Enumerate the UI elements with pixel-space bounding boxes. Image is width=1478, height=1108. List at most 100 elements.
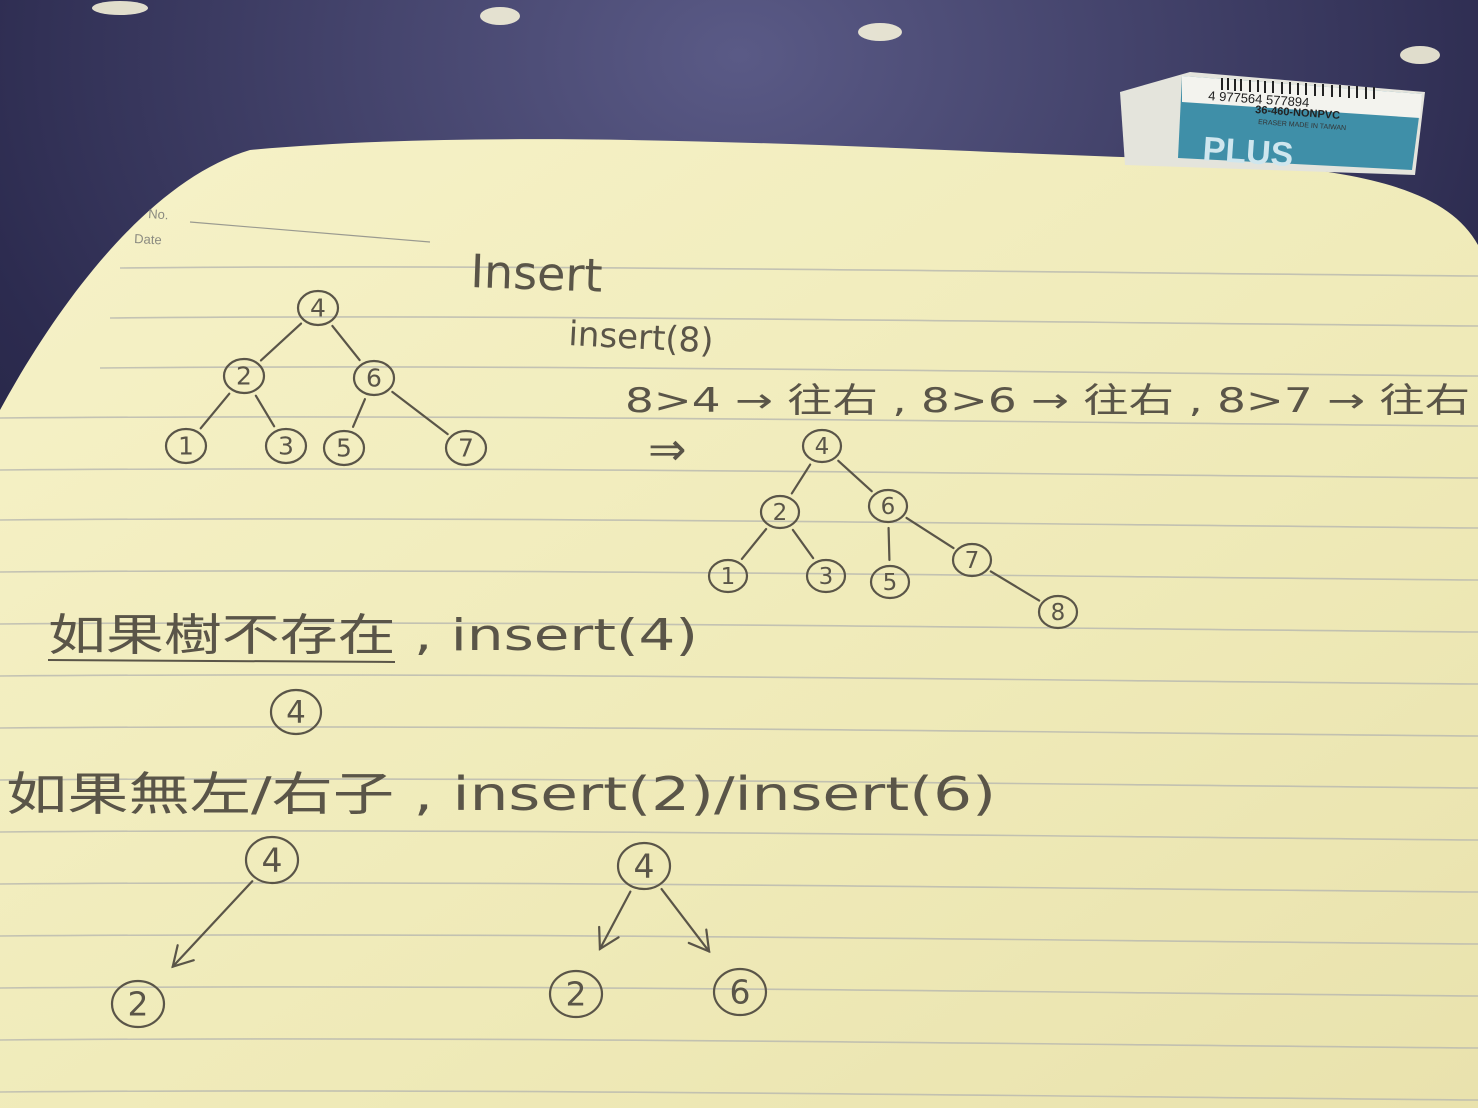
eraser-barcode-digits: 4 977564 577894 [1208,88,1310,110]
no-child-left-example-edge [171,880,254,968]
tree-nodes: 4 2 6 1 3 5 7 4 2 6 1 3 5 7 8 4 4 2 4 2 6 [110,289,1079,1029]
initial-tree-node: 6 [352,359,396,397]
eraser: 4 977564 577894 36-460-NONPVC ERASER MAD… [1120,72,1425,175]
node-value: 7 [965,548,980,574]
initial-tree-edge [259,322,303,362]
node-value: 3 [819,564,834,590]
arrow-head-icon [687,928,711,954]
insert-call-example: insert(8) [568,314,715,362]
node-circle [269,688,323,736]
notebook-no-label: No. [148,206,169,222]
node-circle [712,967,768,1017]
ceiling-light-reflections [92,1,1440,64]
node-circle [164,427,208,465]
node-value: 4 [634,846,655,885]
node-value: 4 [310,294,326,323]
initial-tree-edge [254,394,276,428]
no-child-both-example-node: 6 [712,967,768,1017]
tree-after-insert-8-edge [740,527,768,561]
node-circle [548,969,604,1019]
tree-after-insert-8-node: 7 [951,542,993,578]
ruled-line [0,622,1478,633]
no-child-both-example-node: 4 [616,841,672,891]
node-value: 4 [262,840,283,879]
ruled-line [0,934,1478,945]
ruled-line [0,726,1478,737]
node-circle [805,558,847,594]
node-circle [616,841,672,891]
node-value: 4 [286,695,306,731]
ruled-line [0,518,1478,529]
node-circle [444,429,488,467]
tree-after-insert-8-node: 8 [1037,594,1079,630]
initial-tree-edge [331,324,361,362]
ruled-line [109,316,1478,327]
node-value: 2 [773,500,788,526]
no-child-both-example-edge [660,887,711,953]
result-arrow: ⇒ [648,422,687,476]
tree-after-insert-8-node: 5 [869,564,911,600]
tree-after-insert-8-node: 3 [805,558,847,594]
notes-title: Insert [470,244,604,303]
node-value: 8 [1051,600,1066,626]
initial-tree-edge [351,398,367,428]
tree-edges [171,322,1041,969]
node-circle [759,494,801,530]
ruled-line [99,366,1478,377]
node-value: 6 [881,494,896,520]
node-value: 7 [458,434,474,463]
tree-after-insert-8-node: 1 [707,558,749,594]
tree-after-insert-8-node: 6 [867,488,909,524]
node-circle [801,428,843,464]
tree-after-insert-8-node: 4 [801,428,843,464]
no-child-left-example-node: 2 [110,979,166,1029]
node-circle [264,427,308,465]
node-value: 3 [278,432,294,461]
node-value: 5 [336,434,352,463]
ruled-line [0,1090,1478,1101]
ruled-line [0,830,1478,841]
tree-after-insert-8-edge [790,463,812,495]
comparison-line: 8>4 → 往右 , 8>6 → 往右 , 8>7 → 往右 [625,381,1470,421]
tree-after-insert-8-edge [905,516,955,550]
node-value: 2 [128,984,149,1023]
node-value: 1 [178,432,194,461]
arrow-head-icon [171,944,195,969]
node-circle [1037,594,1079,630]
no-child-both-example-node: 2 [548,969,604,1019]
ruled-line [0,416,1478,427]
initial-tree-edge [391,390,449,436]
node-circle [867,488,909,524]
node-value: 6 [366,364,382,393]
tree-after-insert-8-edge [791,528,815,560]
barcode [1221,78,1375,99]
node-circle [110,979,166,1029]
initial-tree-edge [199,392,231,430]
ruled-lines [0,266,1478,1101]
eraser-model: 36-460-NONPVC [1255,104,1341,122]
node-circle [244,835,300,885]
node-value: 2 [566,974,587,1013]
tree-after-insert-8-edge [989,570,1041,602]
node-circle [707,558,749,594]
tree-after-insert-8-edge [837,459,873,493]
node-circle [322,429,366,467]
ruled-line [0,778,1478,789]
node-value: 4 [815,434,830,460]
node-circle [869,564,911,600]
case-empty-tree: 如果樹不存在 , insert(4) [48,610,698,661]
ruled-line [0,882,1478,893]
eraser-brand: PLUS [1201,130,1294,174]
node-circle [222,357,266,395]
initial-tree-node: 7 [444,429,488,467]
initial-tree-node: 4 [296,289,340,327]
node-value: 5 [883,570,898,596]
notebook-page [0,139,1478,1108]
node-circle [352,359,396,397]
ruled-line [0,986,1478,997]
node-value: 2 [236,362,252,391]
ruled-line [0,468,1478,479]
no-child-both-example-edge [598,890,632,951]
ruled-line [0,674,1478,685]
